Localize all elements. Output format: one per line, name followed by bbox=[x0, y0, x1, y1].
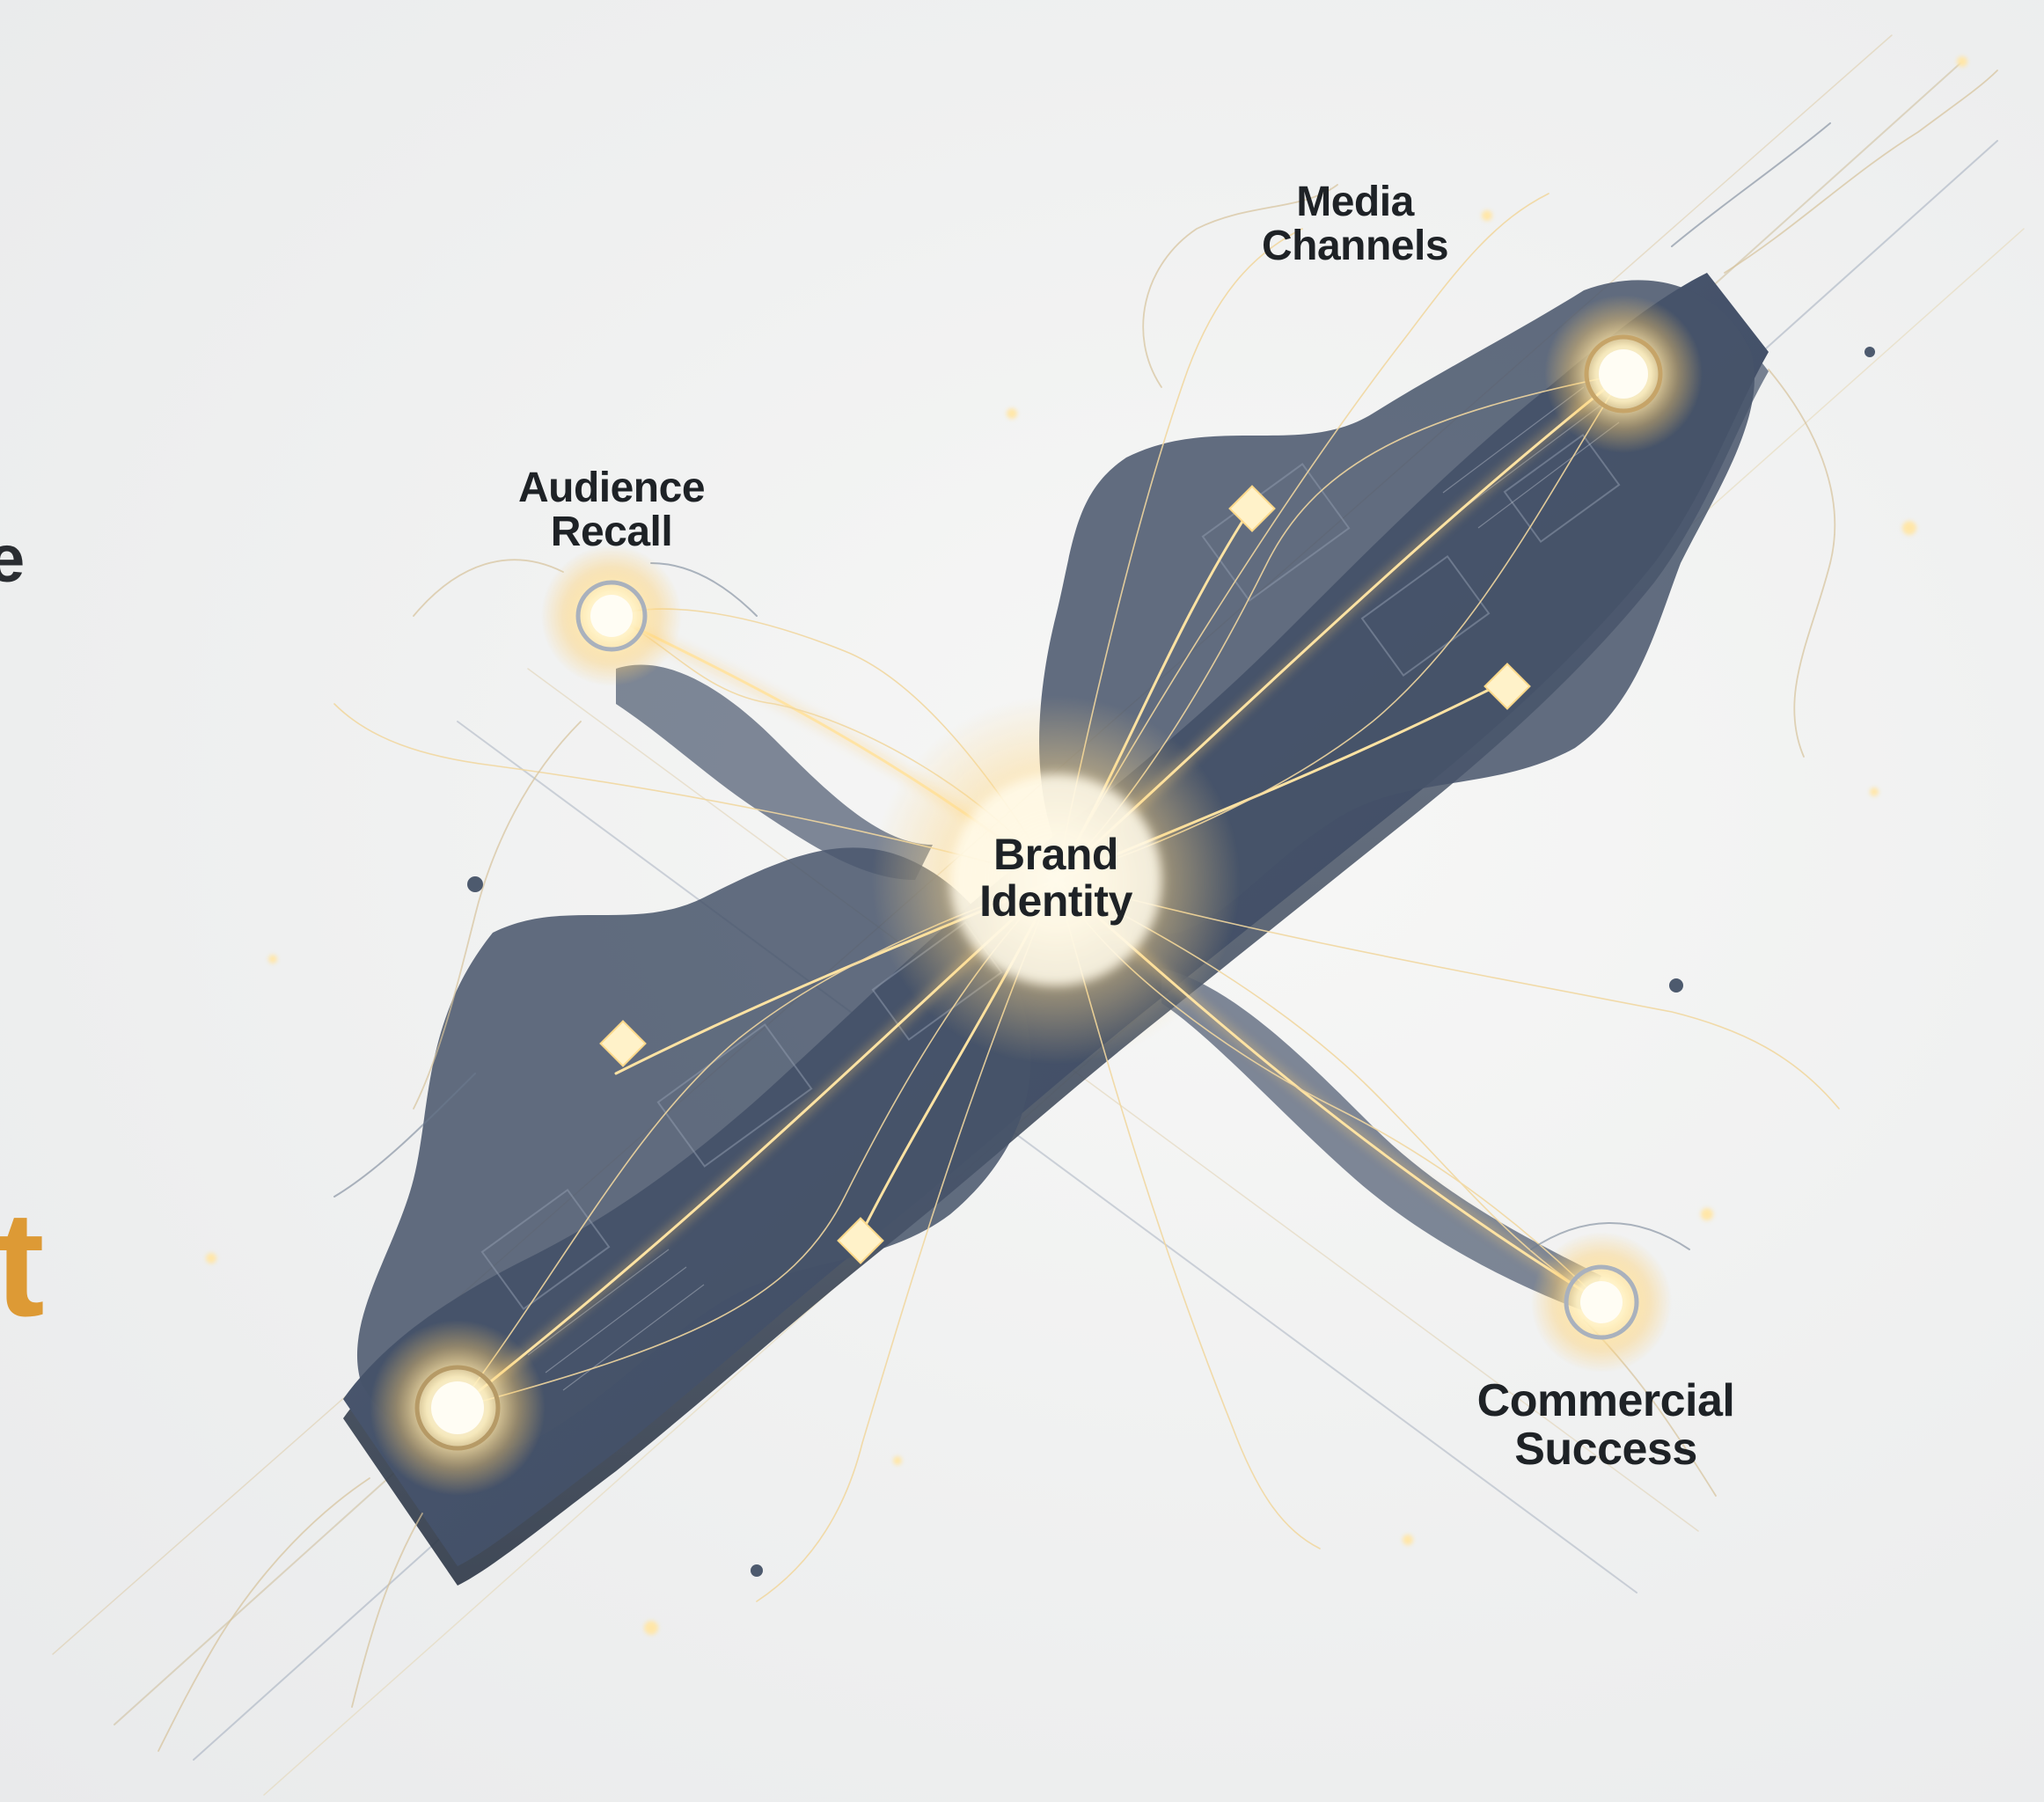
brand-identity-label: Brand Identity bbox=[959, 831, 1153, 924]
brand-identity-line1: Brand bbox=[993, 830, 1118, 879]
audience-recall-line2: Recall bbox=[550, 509, 673, 556]
media-channels-node bbox=[1544, 295, 1703, 453]
cropped-edge-letter-bottom: t bbox=[0, 1181, 45, 1348]
brand-identity-line2: Identity bbox=[979, 875, 1132, 926]
media-channels-line2: Channels bbox=[1261, 223, 1449, 270]
cropped-edge-letter-top: e bbox=[0, 522, 26, 597]
media-channels-line1: Media bbox=[1296, 179, 1414, 225]
sparkle-particles bbox=[206, 56, 1967, 1635]
commercial-success-label: Commercial Success bbox=[1461, 1377, 1751, 1473]
media-channels-label: Media Channels bbox=[1245, 179, 1465, 270]
commercial-success-node bbox=[1531, 1232, 1672, 1373]
commercial-success-line2: Success bbox=[1514, 1423, 1697, 1475]
commercial-success-line1: Commercial bbox=[1476, 1375, 1735, 1426]
audience-recall-line1: Audience bbox=[517, 465, 706, 511]
brand-identity-core bbox=[871, 695, 1241, 1065]
audience-recall-node bbox=[541, 546, 682, 686]
audience-recall-label: Audience Recall bbox=[497, 465, 726, 556]
wire-end-dots bbox=[467, 347, 1875, 1577]
trace-joints bbox=[599, 485, 1531, 1264]
bottom-left-node bbox=[370, 1320, 546, 1496]
